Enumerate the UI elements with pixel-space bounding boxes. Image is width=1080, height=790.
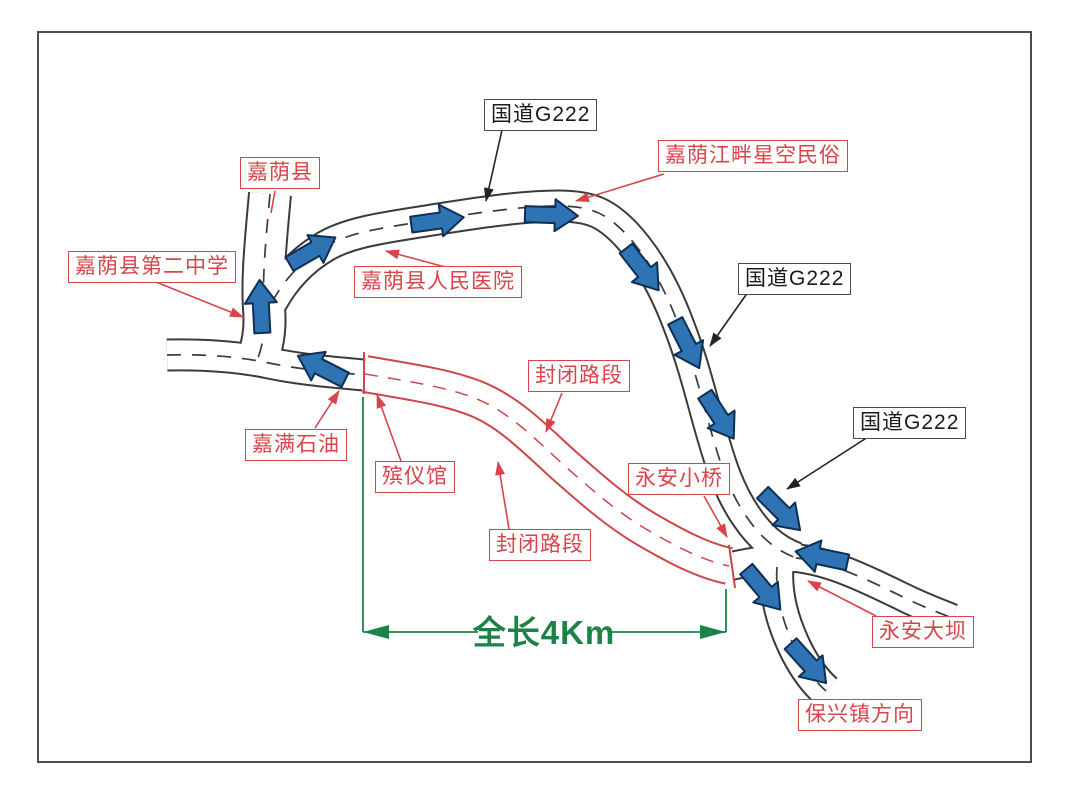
- label-closed-section-lower: 封闭路段: [489, 529, 591, 561]
- leader-yongan-bridge: [703, 495, 728, 538]
- label-jiayin-no2-school: 嘉荫县第二中学: [68, 251, 236, 283]
- label-yongan-dam: 永安大坝: [872, 616, 974, 648]
- leader-funeral-home: [376, 394, 402, 462]
- leader-no2-school: [145, 277, 244, 318]
- leader-lines: [145, 129, 877, 617]
- label-national-road-g222-top: 国道G222: [484, 99, 598, 131]
- leader-yongan-dam: [807, 580, 877, 617]
- leader-g222-low: [786, 436, 869, 490]
- label-yongan-bridge: 永安小桥: [628, 463, 730, 495]
- leader-riverside-folk: [575, 173, 665, 202]
- dimension-length-text: 全长4Km: [472, 614, 616, 651]
- dimension-arrowhead-left: [363, 625, 389, 639]
- label-funeral-home: 殡仪馆: [375, 461, 455, 493]
- label-jiayin-county: 嘉荫县: [240, 157, 320, 189]
- leader-hospital: [385, 249, 446, 268]
- closure-line-bridge: [728, 544, 736, 589]
- label-closed-section-upper: 封闭路段: [528, 360, 630, 392]
- dimension-arrowhead-right: [700, 625, 726, 639]
- label-jiaman-petroleum: 嘉满石油: [245, 429, 347, 461]
- leader-closed-upper: [545, 392, 563, 433]
- label-riverside-folk-custom: 嘉荫江畔星空民俗: [658, 140, 848, 172]
- label-national-road-g222-mid: 国道G222: [738, 263, 852, 295]
- leader-g222-top: [483, 129, 503, 202]
- map-frame: [37, 31, 1032, 763]
- leader-closed-lower: [495, 461, 510, 530]
- leader-jiaman: [314, 390, 340, 429]
- label-jiayin-hospital: 嘉荫县人民医院: [354, 266, 522, 298]
- dimension-lines: [362, 397, 727, 639]
- label-baoxing-direction: 保兴镇方向: [798, 699, 922, 731]
- label-national-road-g222-low: 国道G222: [853, 407, 967, 439]
- leader-jiayin-county: [270, 190, 276, 214]
- leader-g222-mid: [709, 291, 749, 347]
